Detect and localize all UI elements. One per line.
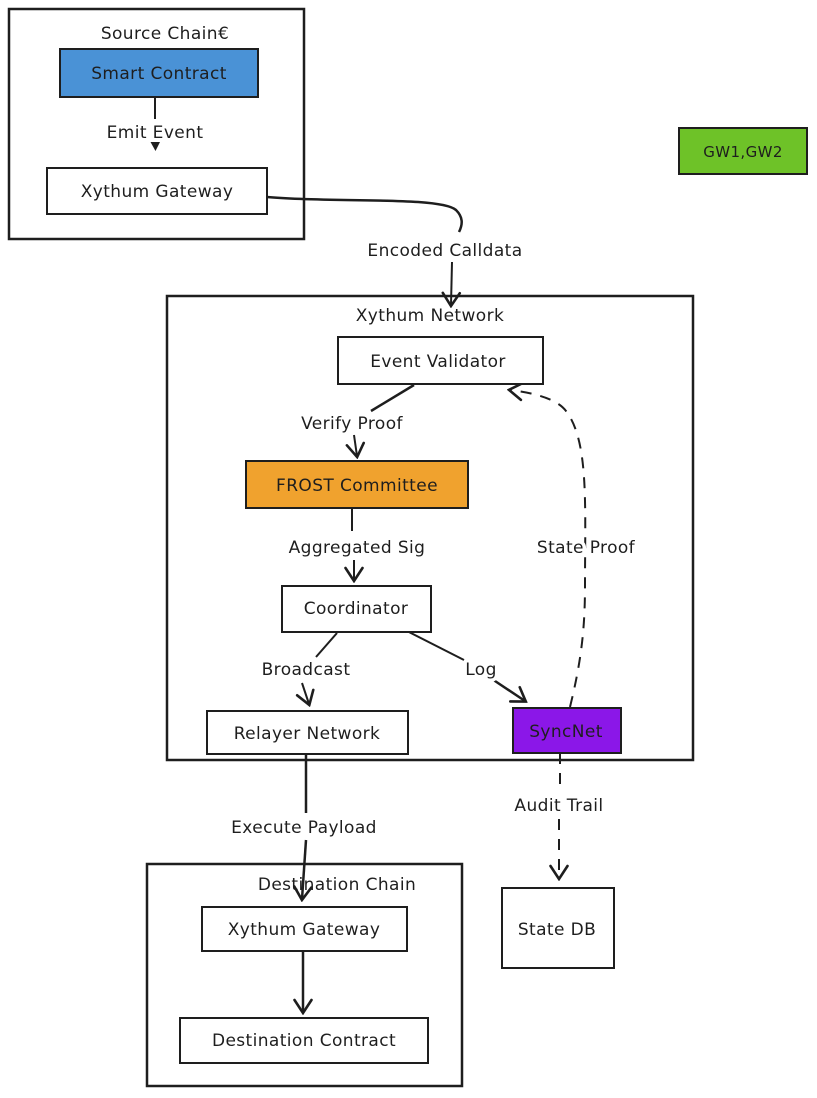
execute-payload-arrow <box>302 839 306 899</box>
relayer-network-box <box>206 710 409 755</box>
emit-event-arrowhead-icon <box>150 142 160 151</box>
state-db-box <box>501 887 615 969</box>
destination-chain-title: Destination Chain <box>258 875 416 895</box>
gateway-badge-box <box>678 127 808 175</box>
syncnet-label: SyncNet <box>529 722 603 742</box>
state-proof-dashed-arrow <box>510 390 587 708</box>
log-arrow <box>491 677 525 701</box>
broadcast-line <box>315 632 338 658</box>
destination-contract-box <box>179 1017 429 1064</box>
event-validator-label: Event Validator <box>370 352 506 372</box>
encoded-calldata-label: Encoded Calldata <box>367 241 522 261</box>
source-chain-container <box>7 7 306 241</box>
destination-gateway-label: Xythum Gateway <box>228 920 381 940</box>
gateway-badge-node: GW1,GW2 <box>678 127 808 175</box>
execute-payload-label: Execute Payload <box>231 818 377 838</box>
log-line <box>402 628 465 661</box>
emit-event-label: Emit Event <box>107 123 204 143</box>
coordinator-box <box>281 585 432 633</box>
state-db-label: State DB <box>518 920 596 940</box>
relayer-network-node: Relayer Network <box>206 710 409 755</box>
encoded-calldata-arrow <box>451 261 452 305</box>
verify-proof-arrow <box>354 434 357 456</box>
coordinator-label: Coordinator <box>304 599 409 619</box>
destination-gateway-node: Xythum Gateway <box>201 906 408 952</box>
relayer-network-label: Relayer Network <box>234 724 381 744</box>
syncnet-box <box>512 707 622 754</box>
destination-gateway-box <box>201 906 408 952</box>
state-db-node: State DB <box>501 887 615 969</box>
xythum-network-title: Xythum Network <box>356 306 504 326</box>
smart-contract-box <box>59 48 259 98</box>
gateway-badge-label: GW1,GW2 <box>703 143 783 161</box>
destination-contract-node: Destination Contract <box>179 1017 429 1064</box>
source-gateway-node: Xythum Gateway <box>46 167 268 215</box>
event-validator-node: Event Validator <box>337 336 544 385</box>
source-chain-title: Source Chain€ <box>101 24 229 44</box>
frost-committee-box <box>245 460 469 509</box>
state-proof-label: State Proof <box>537 538 636 558</box>
source-gateway-label: Xythum Gateway <box>81 182 234 202</box>
xythum-network-container <box>165 294 695 762</box>
frost-committee-node: FROST Committee <box>245 460 469 509</box>
destination-contract-label: Destination Contract <box>212 1031 396 1051</box>
smart-contract-label: Smart Contract <box>91 64 227 84</box>
verify-proof-label: Verify Proof <box>301 414 403 434</box>
smart-contract-node: Smart Contract <box>59 48 259 98</box>
syncnet-node: SyncNet <box>512 707 622 754</box>
frost-committee-label: FROST Committee <box>276 476 438 496</box>
audit-trail-label: Audit Trail <box>514 796 603 816</box>
verify-proof-line <box>370 383 415 413</box>
encoded-calldata-curve <box>266 195 463 233</box>
aggregated-sig-label: Aggregated Sig <box>289 538 426 558</box>
broadcast-label: Broadcast <box>262 660 351 680</box>
source-gateway-box <box>46 167 268 215</box>
broadcast-arrow <box>302 682 309 704</box>
coordinator-node: Coordinator <box>281 585 432 633</box>
event-validator-box <box>337 336 544 385</box>
log-label: Log <box>465 660 497 680</box>
